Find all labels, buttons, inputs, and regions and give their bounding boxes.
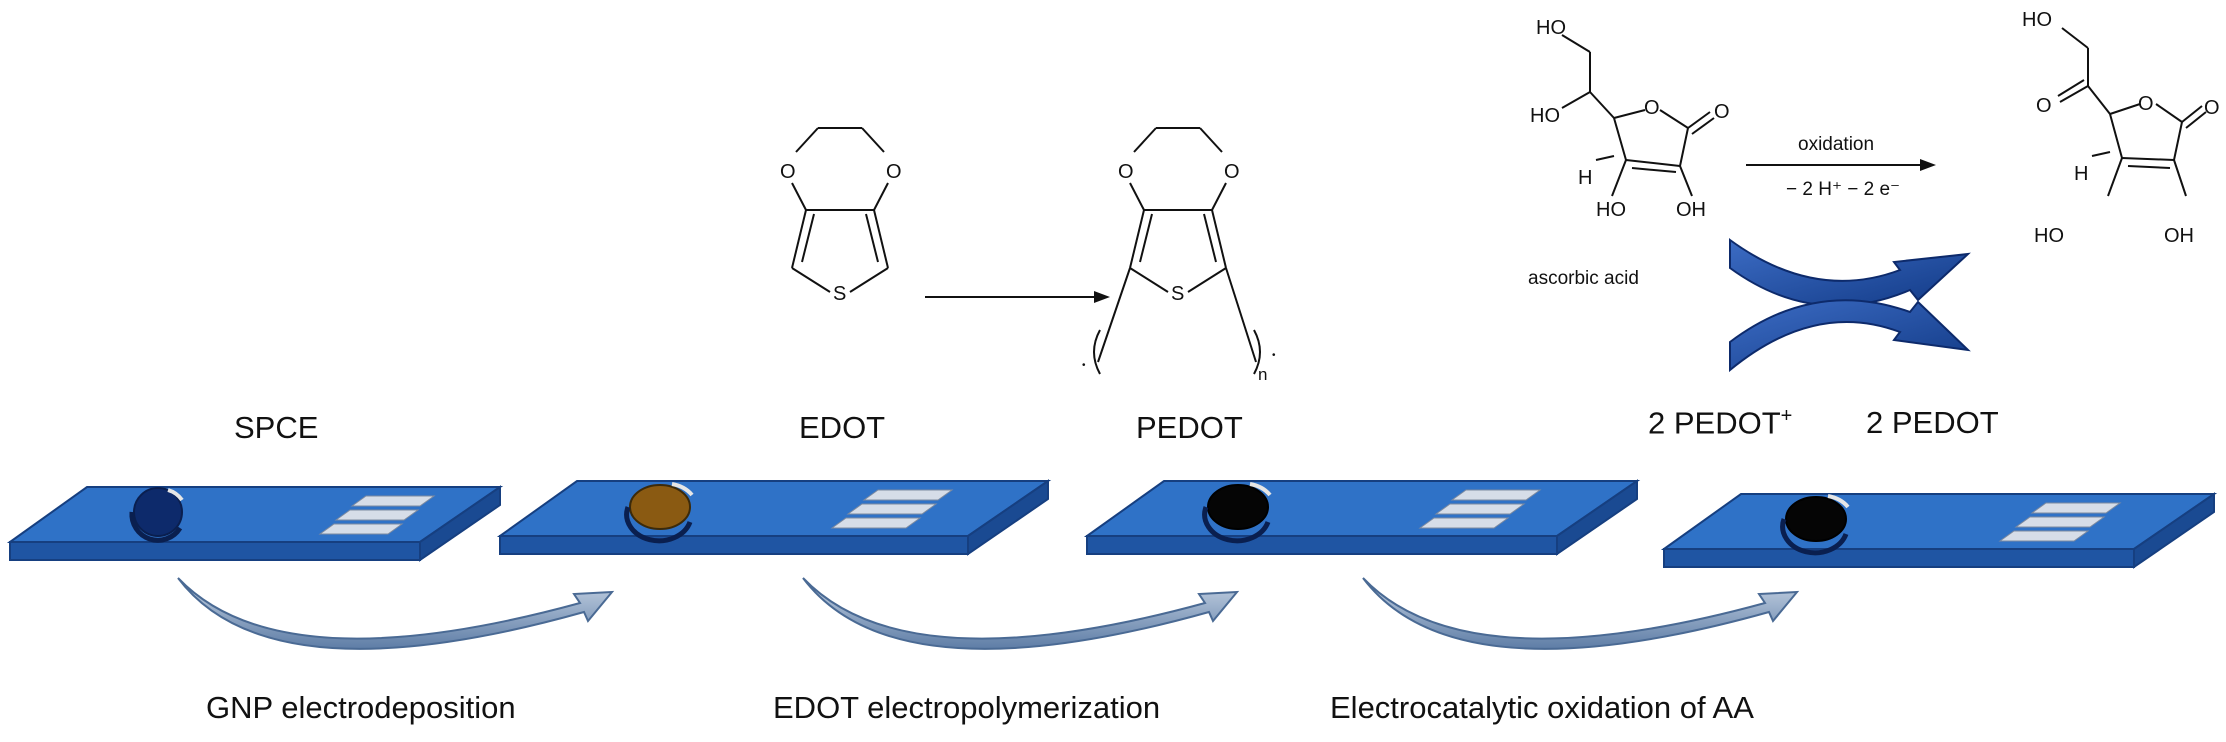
electrode-pedot	[1083, 479, 1641, 556]
atom-o: O	[2204, 97, 2220, 119]
group-oh: OH	[1676, 199, 1706, 221]
curved-arrow-1	[177, 577, 615, 650]
contact-strip	[350, 495, 436, 507]
atom-o: O	[1714, 101, 1730, 123]
atom-o: O	[886, 161, 902, 183]
group-ho: HO	[1536, 17, 1566, 39]
oxidation-arrow	[1746, 159, 1936, 171]
pedot-structure: O O S n • •	[1082, 127, 1276, 384]
group-oh: OH	[2164, 225, 2194, 247]
label-pedot-reduced: 2 PEDOT	[1866, 405, 1999, 440]
contact-strip	[846, 503, 938, 515]
atom-o: O	[1224, 161, 1240, 183]
label-pedot-oxidized-text: 2 PEDOT	[1648, 405, 1781, 441]
label-ascorbic-acid: ascorbic acid	[1528, 268, 1639, 289]
group-ho: HO	[1596, 199, 1626, 221]
curved-arrow-3	[1362, 577, 1800, 650]
label-edot: EDOT	[799, 410, 886, 445]
working-electrode-pedot	[1207, 484, 1269, 530]
label-pedot: PEDOT	[1136, 410, 1243, 445]
repeat-n: n	[1258, 365, 1267, 384]
electrode-pedot-aa	[1660, 492, 2218, 569]
contact-strip	[1418, 517, 1510, 529]
atom-o: O	[1118, 161, 1134, 183]
atom-h: H	[1578, 167, 1592, 189]
contact-strip	[318, 523, 404, 535]
electrode-gnp	[496, 479, 1052, 556]
radical-dot: •	[1082, 360, 1086, 371]
label-pedot-oxidized: 2 PEDOT+	[1648, 405, 1792, 441]
atom-s: S	[1171, 283, 1184, 305]
radical-dot: •	[1272, 350, 1276, 361]
contact-strip	[830, 517, 922, 529]
contact-strip	[1450, 489, 1542, 501]
label-step-edot: EDOT electropolymerization	[773, 690, 1161, 725]
edot-structure: O O S	[780, 127, 902, 305]
working-electrode-gold	[629, 484, 691, 530]
contact-strip	[862, 489, 954, 501]
label-step-gnp: GNP electrodeposition	[206, 690, 516, 725]
atom-o: O	[2138, 93, 2154, 115]
atom-s: S	[833, 283, 846, 305]
working-electrode-pedot	[1785, 496, 1847, 542]
contact-strip	[2030, 502, 2122, 514]
label-pedot-oxidized-charge: +	[1780, 405, 1793, 427]
label-step-aa: Electrocatalytic oxidation of AA	[1330, 690, 1754, 725]
working-electrode	[133, 487, 183, 537]
contact-strip	[2014, 516, 2106, 528]
electrode-spce	[6, 485, 504, 562]
dehydroascorbic-acid-structure: HO O O O H HO OH	[2022, 9, 2220, 247]
atom-o: O	[2036, 95, 2052, 117]
ascorbic-acid-structure: HO HO O O H HO OH	[1530, 17, 1730, 221]
label-oxidation-byproducts: − 2 H⁺ − 2 e⁻	[1786, 179, 1901, 200]
group-ho: HO	[2022, 9, 2052, 31]
group-ho: HO	[2034, 225, 2064, 247]
contact-strip	[1434, 503, 1526, 515]
group-ho: HO	[1530, 105, 1560, 127]
atom-h: H	[2074, 163, 2088, 185]
label-oxidation: oxidation	[1798, 134, 1875, 155]
contact-strip	[1998, 530, 2090, 542]
curved-arrow-2	[802, 577, 1240, 650]
atom-o: O	[1644, 97, 1660, 119]
contact-strip	[334, 509, 420, 521]
polymerization-arrow	[925, 291, 1110, 303]
label-spce: SPCE	[234, 410, 319, 445]
redox-cross-arrows	[1729, 238, 1971, 373]
atom-o: O	[780, 161, 796, 183]
